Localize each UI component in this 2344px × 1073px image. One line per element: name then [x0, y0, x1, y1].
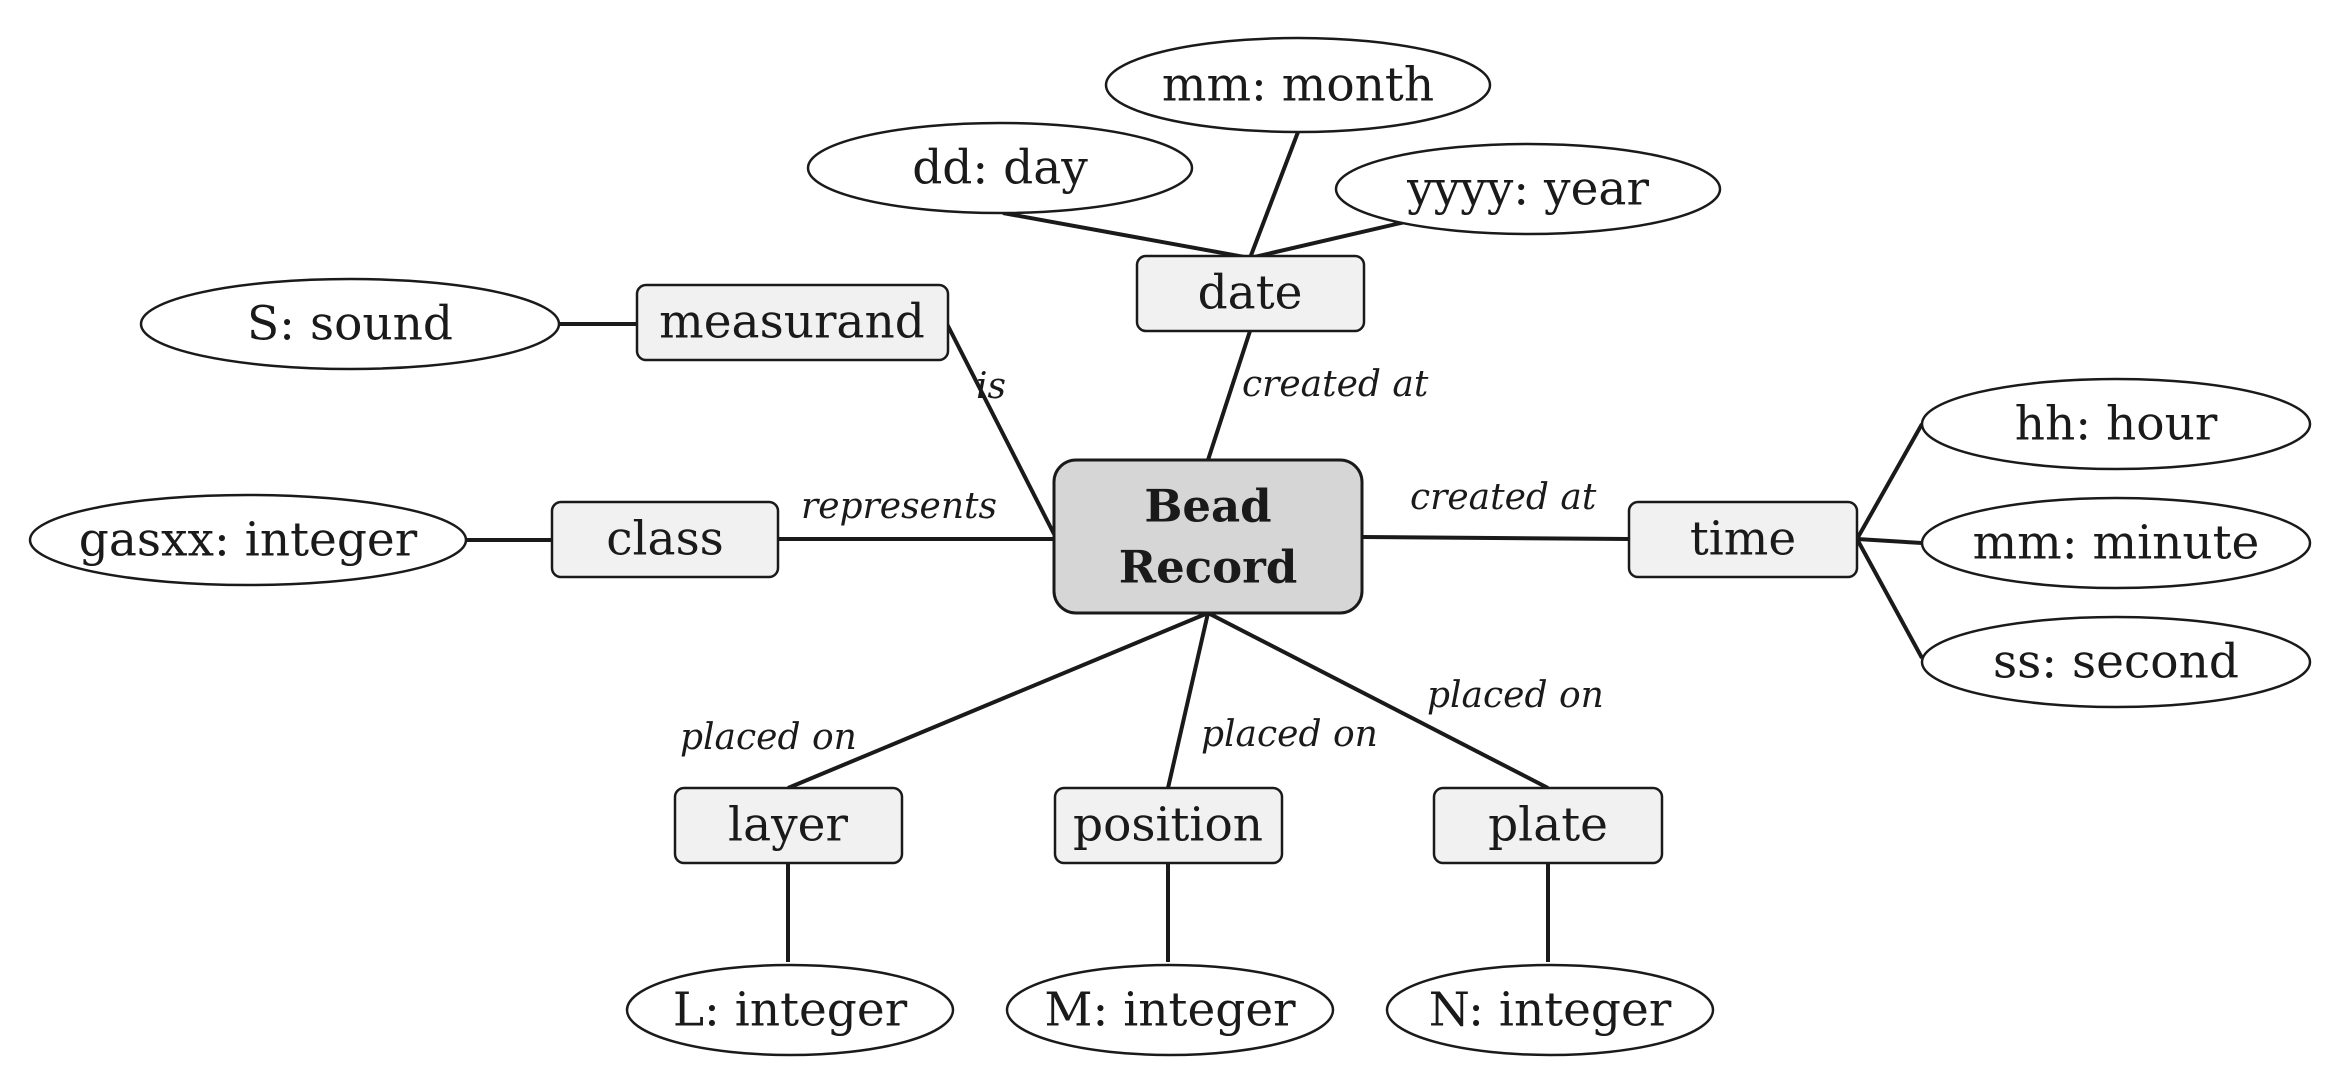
entity-date: date [1135, 254, 1366, 333]
entity-measurand-label: measurand [659, 295, 925, 350]
edge-center-position [1166, 612, 1210, 789]
relation-label-date: created at [1242, 364, 1429, 405]
edge-date-month [1248, 131, 1300, 259]
attribute-gasxx: gasxx: integer [28, 493, 468, 587]
entity-measurand: measurand [635, 283, 950, 362]
relation-label-layer: placed on [680, 717, 857, 758]
entity-time-label: time [1690, 512, 1796, 567]
entity-plate: plate [1432, 786, 1664, 865]
attribute-second: ss: second [1920, 615, 2312, 709]
entity-nodes: date measurand class time layer position… [550, 254, 1859, 865]
attribute-layer-int-label: L: integer [673, 983, 908, 1038]
attribute-day-label: dd: day [912, 141, 1088, 196]
edge-labels: is created at represents created at plac… [680, 364, 1604, 758]
edge-date-year [1249, 220, 1406, 260]
edge-time-minute [1856, 537, 1923, 545]
attribute-minute-label: mm: minute [1973, 516, 2260, 571]
entity-class: class [550, 500, 780, 579]
attribute-second-label: ss: second [1993, 635, 2239, 690]
diagram-edges [465, 131, 1924, 962]
entity-layer-label: layer [728, 798, 848, 853]
attribute-month-label: mm: month [1162, 58, 1434, 113]
attribute-minute: mm: minute [1920, 496, 2312, 590]
attribute-sound-label: S: sound [247, 297, 453, 352]
attribute-sound: S: sound [139, 277, 561, 371]
center-node-line1: Bead [1144, 480, 1271, 533]
attribute-position-int: M: integer [1005, 963, 1335, 1057]
entity-layer: layer [673, 786, 904, 865]
attribute-hour-label: hh: hour [2015, 397, 2218, 452]
edge-center-time [1361, 535, 1630, 541]
entity-position-label: position [1073, 798, 1263, 853]
entity-date-label: date [1198, 266, 1303, 321]
attribute-year: yyyy: year [1334, 142, 1722, 236]
entity-position: position [1053, 786, 1284, 865]
edge-date-day [1002, 211, 1251, 260]
relation-label-plate: placed on [1427, 675, 1604, 716]
edge-time-second [1855, 538, 1924, 659]
attribute-position-int-label: M: integer [1044, 983, 1296, 1038]
attribute-year-label: yyyy: year [1406, 162, 1649, 217]
edge-center-plate [1207, 611, 1549, 790]
edge-measurand-center [945, 323, 1056, 535]
attribute-plate-int: N: integer [1385, 963, 1715, 1057]
relation-label-time: created at [1410, 477, 1597, 518]
attribute-month: mm: month [1104, 36, 1492, 134]
edge-center-layer [787, 611, 1209, 790]
relation-label-position: placed on [1201, 714, 1378, 755]
relation-label-is: is [976, 366, 1006, 407]
attribute-nodes: mm: month dd: day yyyy: year S: sound ga… [28, 36, 2312, 1057]
attribute-day: dd: day [806, 121, 1194, 215]
entity-class-label: class [606, 512, 724, 567]
attribute-gasxx-label: gasxx: integer [79, 513, 418, 568]
attribute-hour: hh: hour [1920, 377, 2312, 471]
center-node-line2: Record [1119, 541, 1298, 594]
attribute-layer-int: L: integer [625, 963, 955, 1057]
edge-center-date [1206, 330, 1252, 461]
entity-plate-label: plate [1488, 798, 1608, 853]
entity-time: time [1627, 500, 1859, 579]
edge-time-hour [1855, 423, 1924, 540]
relation-label-represents: represents [801, 486, 997, 527]
attribute-plate-int-label: N: integer [1429, 983, 1672, 1038]
center-node-bead-record: Bead Record [1052, 458, 1364, 615]
